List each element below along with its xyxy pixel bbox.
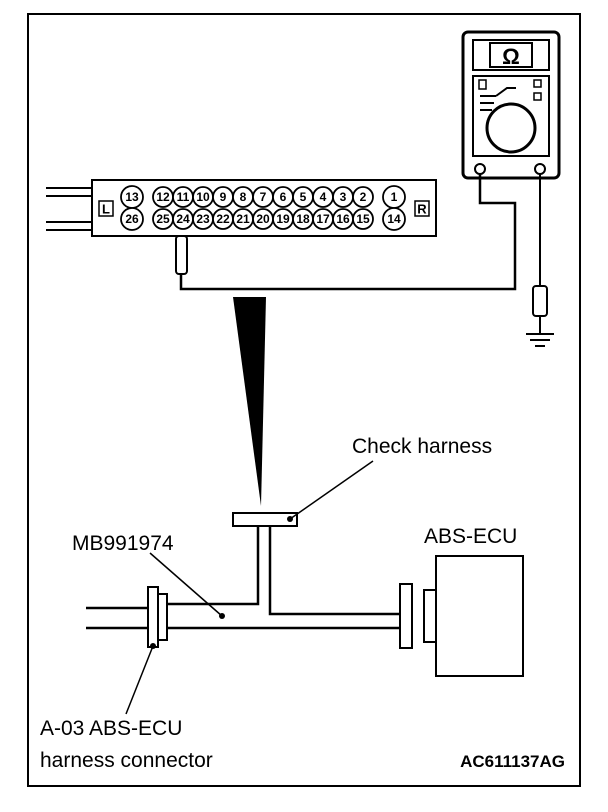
ohmmeter: Ω [461,30,561,180]
probe-pin24 [175,235,188,275]
pin-26-circle [120,207,144,231]
figure-code: AC611137AG [460,752,565,771]
label-check-harness: Check harness [352,435,492,458]
left-marker: L [102,202,110,217]
pin-1-label: 1 [391,190,398,204]
ohmmeter-dial [485,102,537,154]
harness-connector-flange [147,586,159,648]
pin-16-label: 16 [336,212,350,226]
leader-mb991974 [149,552,223,617]
ohmmeter-button-left [478,79,487,90]
pin-10-label: 10 [196,190,210,204]
ohmmeter-button-right-top [533,79,542,88]
pin-6-label: 6 [280,190,287,204]
ohm-symbol: Ω [502,44,520,69]
pin-15-label: 15 [356,212,370,226]
pin-3-label: 3 [340,190,347,204]
pin-4-label: 4 [320,190,327,204]
pin-23-label: 23 [196,212,210,226]
pin-26-label: 26 [125,212,139,226]
pin-25-label: 25 [156,212,170,226]
probe-wiring [175,174,554,347]
pin-15-circle [352,208,374,230]
abs-ecu-body [435,555,524,677]
leader-harness-connector-dot [150,643,156,649]
ecu-side-connector [399,583,413,649]
check-harness-cable [86,526,400,630]
ground-symbol [526,333,554,347]
pin-14-circle [382,207,406,231]
ohmmeter-terminal-com [474,163,486,175]
pin-14-label: 14 [387,212,401,226]
leader-check-harness-dot [287,516,293,522]
check-harness-connector [232,512,298,527]
leader-mb991974-dot [219,613,225,619]
right-marker-box [414,200,430,217]
pin-row-bottom: 26 25 24 23 22 21 20 19 18 17 16 15 14 [120,207,406,231]
label-connector-line2: harness connector [40,749,213,772]
check-harness-assembly [86,512,413,649]
pin-19-label: 19 [276,212,290,226]
label-mb991974: MB991974 [72,532,174,555]
pin-8-label: 8 [240,190,247,204]
ohmmeter-display-inner [489,42,533,68]
leader-harness-connector [125,645,154,715]
pin-11-label: 11 [177,190,190,204]
pin-13-label: 13 [125,190,139,204]
leader-check-harness [289,460,374,520]
pin-21-label: 21 [236,212,250,226]
abs-ecu [423,555,524,677]
abs-ecu-plug [423,589,437,643]
pin-12-label: 12 [156,190,170,204]
diagram-frame [27,13,581,787]
ohmmeter-scale-marks [480,87,516,111]
pin-2-circle [352,186,374,208]
label-connector-line1: A-03 ABS-ECU [40,717,182,740]
probe-pin24-wire [179,174,517,291]
harness-connector-plate [157,593,168,641]
pin-5-label: 5 [300,190,307,204]
pin-9-label: 9 [220,190,227,204]
ground-probe [532,285,548,317]
pin-20-label: 20 [256,212,270,226]
right-marker: R [417,202,427,217]
pin-7-label: 7 [260,190,267,204]
pin-24-label: 24 [176,212,190,226]
ohmmeter-button-right-bottom [533,92,542,101]
zoom-wedge [233,297,266,506]
pin-18-label: 18 [296,212,310,226]
pin-22-label: 22 [216,212,230,226]
label-abs-ecu: ABS-ECU [424,525,517,548]
ohmmeter-terminal-ohm [534,163,546,175]
pin-17-label: 17 [316,212,330,226]
left-marker-box [98,200,114,217]
check-box-leads [46,187,92,231]
pin-2-label: 2 [360,190,367,204]
